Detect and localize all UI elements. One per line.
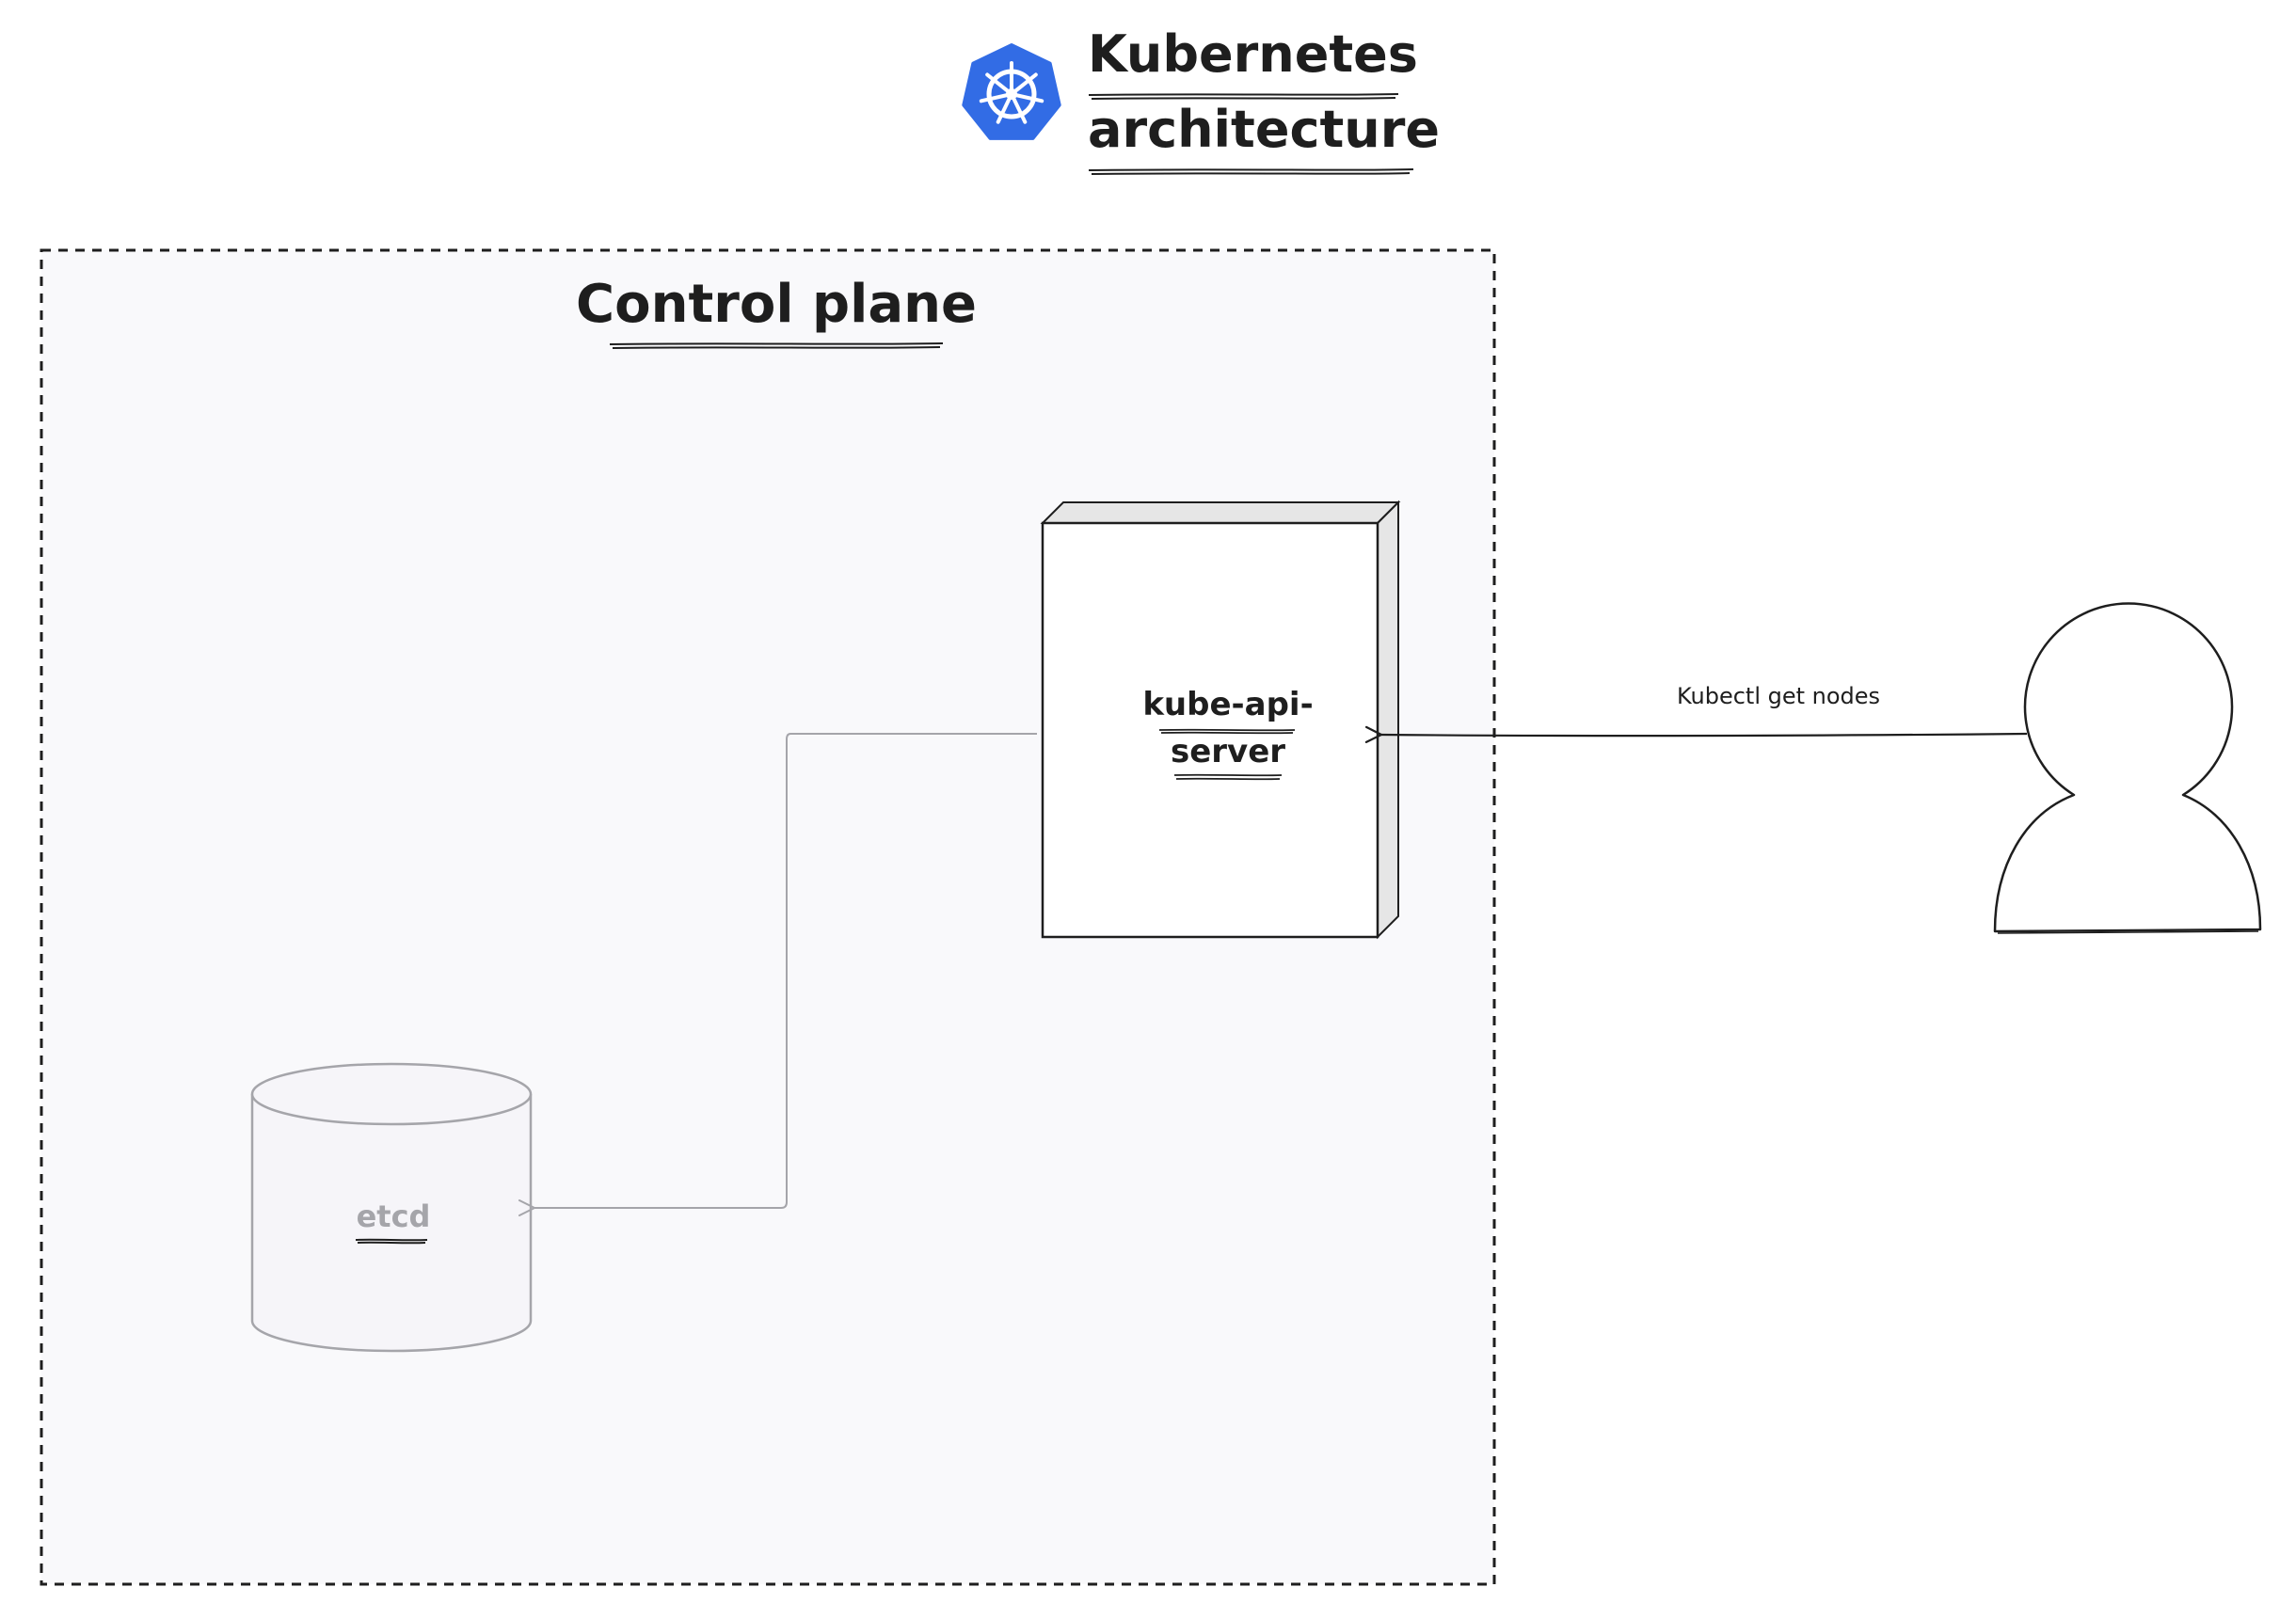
etcd-label: etcd (357, 1198, 431, 1234)
api-server-underline-2 (1173, 773, 1283, 781)
api-server-underline-1 (1158, 728, 1296, 735)
etcd-cylinder-top (250, 1062, 533, 1126)
title-underline-2 (1088, 168, 1414, 175)
kube-api-server-node[interactable]: kube-api- server (1040, 500, 1401, 940)
title-line-1: Kubernetes (1088, 24, 1418, 84)
api-server-label-line-2: server (1171, 733, 1285, 770)
title-group: Kubernetes architecture (962, 24, 1440, 175)
title-line-2: architecture (1088, 100, 1440, 159)
etcd-underline (355, 1238, 428, 1245)
connector-label: Kubectl get nodes (1677, 683, 1880, 709)
wheel-spokes (979, 61, 1044, 124)
connector-user-to-api[interactable]: Kubectl get nodes (1381, 683, 2028, 736)
api-server-top-face (1040, 501, 1401, 524)
control-plane-underline (609, 342, 944, 349)
user-silhouette (1993, 602, 2262, 933)
kubernetes-logo-icon (962, 43, 1061, 140)
api-server-label-line-1: kube-api- (1142, 686, 1313, 723)
etcd-cylinder-body (250, 1094, 533, 1353)
user-silhouette-sketch (1997, 930, 2259, 934)
etcd-database[interactable]: etcd (250, 1062, 533, 1353)
api-etcd-line (534, 733, 1037, 1208)
api-server-side-face (1377, 500, 1399, 940)
user-api-line (1381, 734, 2028, 736)
connector-api-to-etcd[interactable] (534, 733, 1037, 1208)
control-plane-label: Control plane (576, 274, 977, 335)
title-underline-1 (1088, 93, 1399, 100)
user-person-icon[interactable] (1993, 602, 2262, 934)
